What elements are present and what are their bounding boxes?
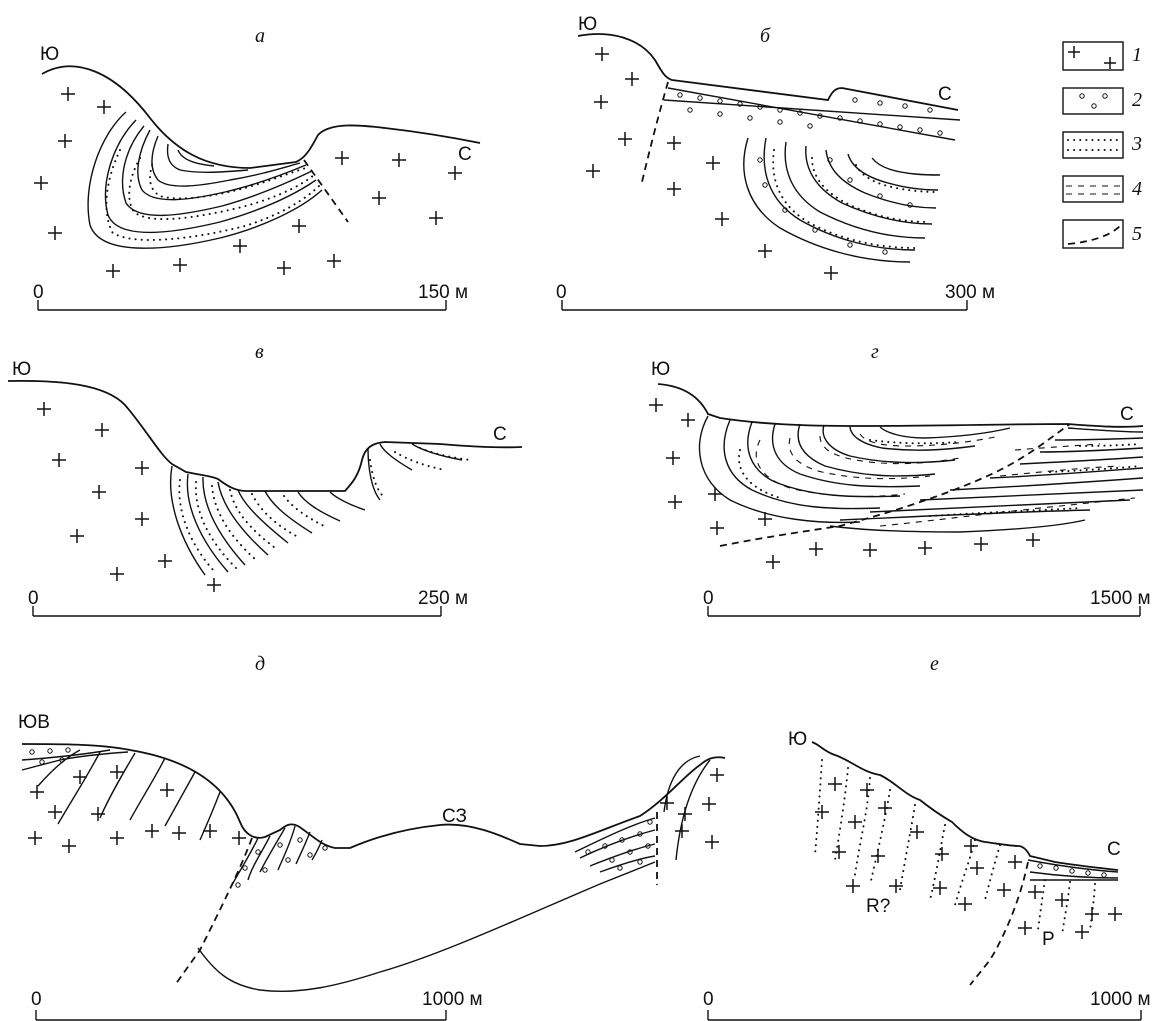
panel-v-dir-right: С [493,424,507,445]
panel-d-dir-left: ЮВ [18,712,50,733]
legend-item-1: 1 [1063,42,1142,70]
legend-item-5: 5 [1063,220,1142,248]
panel-d: д ЮВ СЗ [18,653,725,1020]
legend-item-3: 3 [1063,132,1142,158]
panel-g-surface [658,384,1143,427]
panel-a-surface [42,66,480,168]
panel-e-label-p: P [1042,929,1055,950]
panel-d-scale-end: 1000 м [422,989,483,1010]
panel-e-letter: е [930,653,939,675]
panel-a-fault [304,160,348,222]
panel-d-right-circles [586,820,652,870]
legend-num-2: 2 [1132,89,1142,111]
panel-g-layers [699,416,1143,532]
legend-num-3: 3 [1131,133,1142,155]
panel-g-dir-right: С [1120,404,1134,425]
panel-e-dotted-contacts [815,760,1095,935]
panel-g: г Ю С [649,341,1151,616]
panel-v-scale-end: 250 м [418,588,468,609]
panel-d-scale-start: 0 [31,989,42,1010]
panel-b-scale-start: 0 [556,282,567,303]
panel-a-dir-left: Ю [40,44,59,65]
panel-b-scale: 0 300 м [556,282,995,310]
panel-a-scale-start: 0 [33,282,44,303]
panel-e: е Ю С [703,653,1151,1020]
panel-e-dir-right: С [1107,839,1121,860]
panel-v-letter: в [255,341,264,363]
panel-b-letter: б [760,25,771,47]
panel-g-dir-left: Ю [651,359,670,380]
panel-a: а Ю С [33,25,480,310]
panel-v-dir-left: Ю [12,359,31,380]
panel-b-dir-right: С [938,84,952,105]
panel-e-scale-start: 0 [703,989,714,1010]
panel-g-scale-end: 1500 м [1090,588,1151,609]
panel-v-scale: 0 250 м [28,588,468,616]
panel-b-fault [642,82,668,182]
panel-b-scale-end: 300 м [945,282,995,303]
panel-v-surface [8,381,522,491]
panel-g-letter: г [871,341,879,363]
panel-d-scale: 0 1000 м [31,989,483,1020]
legend-item-4: 4 [1063,176,1142,202]
panel-e-dir-left: Ю [788,729,807,750]
panel-a-letter: а [255,25,265,47]
panel-b-fold [744,138,940,262]
panel-e-crosses [815,777,1122,939]
panel-d-fault-left [175,838,252,985]
panel-b-dir-left: Ю [578,14,597,35]
panel-g-scale: 0 1500 м [703,588,1151,616]
legend-num-5: 5 [1132,223,1142,245]
panel-e-scale-end: 1000 м [1090,989,1151,1010]
panel-v: в Ю С [8,341,522,616]
panel-v-layers [171,444,470,575]
legend: 1 2 3 4 5 [1063,42,1142,248]
panel-b-crosses [586,47,838,280]
panel-g-scale-start: 0 [703,588,714,609]
panel-d-surface [22,744,725,848]
panel-b: б Ю С [556,14,995,310]
panel-a-fold [88,112,322,248]
legend-num-1: 1 [1132,44,1142,66]
panel-a-crosses [34,87,462,278]
panel-d-trough-base [198,862,655,991]
legend-num-4: 4 [1132,178,1142,200]
panel-v-crosses [37,402,221,592]
panel-a-dir-right: С [458,144,472,165]
panel-b-circles [678,93,942,254]
panel-v-scale-start: 0 [28,588,39,609]
panel-e-scale: 0 1000 м [703,989,1151,1020]
panel-e-label-r: R? [866,896,890,917]
panel-d-mid-strata [232,826,322,885]
panel-e-surface [812,742,1118,870]
panel-d-letter: д [255,653,265,675]
panel-e-fault [970,862,1028,985]
legend-item-2: 2 [1063,88,1142,114]
panel-d-left-strata [22,750,220,840]
panel-a-scale: 0 150 м [33,282,468,310]
panel-a-scale-end: 150 м [418,282,468,303]
